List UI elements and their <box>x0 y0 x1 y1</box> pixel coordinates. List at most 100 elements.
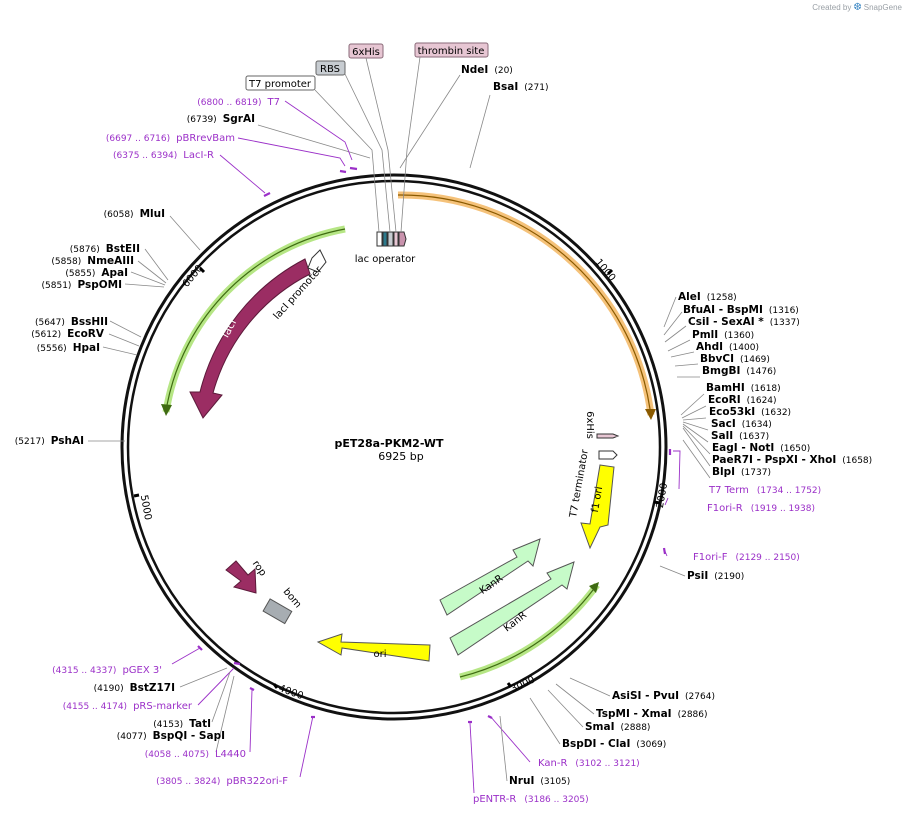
primer-t7: (6800 .. 6819)T7 <box>197 97 280 108</box>
primer-f1ori-f: F1ori-F(2129 .. 2150) <box>693 552 800 563</box>
enzyme-ecorv: (5612)EcoRV <box>31 328 105 340</box>
primer-leaders <box>171 100 681 794</box>
tick-mark-4000 <box>272 683 279 689</box>
bom-feature <box>262 598 293 625</box>
map-name: pET28a-PKM2-WT <box>334 437 444 450</box>
feature-block-lacop <box>382 231 388 247</box>
box-6xhis-label: 6xHis <box>352 47 380 58</box>
enzyme-mlui: (6058)MluI <box>104 208 165 220</box>
enzyme-asisi: AsiSI - PvuI(2764) <box>612 690 715 702</box>
primer-pentr-r: pENTR-R(3186 .. 3205) <box>473 794 589 805</box>
enzyme-alei: AleI(1258) <box>678 291 737 303</box>
t7-terminator-label: T7 terminator <box>568 448 591 520</box>
orf-arc-green-kan-head <box>589 582 599 593</box>
t7-terminator-feature <box>598 450 618 460</box>
box-rbs-label: RBS <box>320 64 340 75</box>
f1-ori-arrow <box>580 464 615 550</box>
enzyme-bstz17i: (4190)BstZ17I <box>94 682 175 694</box>
tick-label-1000: 1000 <box>593 257 618 284</box>
tick-mark-6000 <box>198 266 206 274</box>
snapgene-credit: Created by ❆ SnapGene <box>812 2 902 13</box>
orf-arc-orange-head <box>645 409 656 420</box>
enzyme-tspmi: TspMI - XmaI(2886) <box>596 708 708 720</box>
credit-brand: SnapGene <box>863 3 902 12</box>
box-t7-promoter-label: T7 promoter <box>248 79 312 90</box>
primer-t7-term: T7 Term(1734 .. 1752) <box>708 485 821 496</box>
box-t7-promoter <box>245 75 316 91</box>
enzyme-blpi: BlpI(1737) <box>712 466 771 478</box>
enzyme-bspqi: (4077)BspQI - SapI <box>117 730 225 742</box>
box-thrombin-label: thrombin site <box>418 46 485 57</box>
orf-arc-green-left-core <box>166 228 346 406</box>
enzyme-bspdi: BspDI - ClaI(3069) <box>562 738 666 750</box>
ori-arrow <box>316 633 431 662</box>
tick-mark-3000 <box>506 682 513 688</box>
laci-promoter-arrow <box>307 249 327 273</box>
primer-pgex3: (4315 .. 4337)pGEX 3' <box>52 665 162 676</box>
tick-mark-1000 <box>606 268 614 276</box>
map-size: 6925 bp <box>378 450 423 463</box>
snapgene-logo-icon: ❆ <box>853 2 862 13</box>
enzyme-apai: (5855)ApaI <box>65 267 128 279</box>
ori-label: ori <box>373 649 386 660</box>
enzyme-eco53ki: Eco53kI(1632) <box>709 406 791 418</box>
enzyme-psii: PsiI(2190) <box>687 570 744 582</box>
enzyme-tati: (4153)TatI <box>153 718 211 730</box>
orf-arc-orange-core <box>397 194 651 410</box>
enzyme-paer7i: PaeR7I - PspXI - XhoI(1658) <box>712 454 872 466</box>
enzyme-ndei: NdeI(20) <box>461 64 513 76</box>
feature-block-thrombin <box>398 231 407 247</box>
enzyme-sgrai: (6739)SgrAI <box>187 113 255 125</box>
primer-labels: (6800 .. 6819)T7 (6697 .. 6716)pBRrevBam… <box>52 97 821 805</box>
primer-pbr322ori-f: (3805 .. 3824)pBR322ori-F <box>156 776 288 787</box>
tick-label-3000: 3000 <box>509 674 537 695</box>
enzyme-nmeaiii: (5858)NmeAIII <box>51 255 134 267</box>
primer-kan-r: Kan-R(3102 .. 3121) <box>538 758 640 769</box>
kanr-arrow-a <box>439 538 541 616</box>
enzyme-bfuai: BfuAI - BspMI(1316) <box>683 304 799 316</box>
box-thrombin <box>414 42 489 58</box>
primer-prs-marker: (4155 .. 4174)pRS-marker <box>63 701 193 712</box>
tick-mark-2000 <box>653 500 661 505</box>
primer-laci-r: (6375 .. 6394)LacI-R <box>113 150 214 161</box>
enzyme-smai: SmaI(2888) <box>585 721 650 733</box>
feature-block-his <box>393 231 399 247</box>
f1-ori-label: f1 ori <box>590 486 605 514</box>
rop-arrow <box>225 560 257 594</box>
enzyme-pmli: PmlI(1360) <box>692 329 754 341</box>
tick-mark-5000 <box>133 493 140 498</box>
enzyme-hpai: (5556)HpaI <box>37 342 100 354</box>
enzyme-leaders <box>88 215 711 782</box>
enzyme-ahdi: AhdI(1400) <box>696 341 759 353</box>
orf-arc-green-kan-core <box>459 589 594 678</box>
enzyme-saci: SacI(1634) <box>711 418 772 430</box>
enzyme-bsai: BsaI(271) <box>493 81 548 93</box>
orf-arc-green-left-head <box>161 404 172 416</box>
primer-pbrrevbam: (6697 .. 6716)pBRrevBam <box>106 133 235 144</box>
primer-l4440: (4058 .. 4075)L4440 <box>145 749 246 760</box>
laci-arrow <box>189 258 311 419</box>
enzyme-pshai: (5217)PshAI <box>15 435 84 447</box>
enzyme-csii: CsiI - SexAI *(1337) <box>688 316 800 328</box>
lac-operator-label: lac operator <box>355 254 416 265</box>
primer-ticks <box>197 166 672 724</box>
enzyme-drui: NruI(3105) <box>509 775 570 787</box>
tick-label-6000: 6000 <box>181 263 206 290</box>
enzyme-bsshii: (5647)BssHII <box>35 316 108 328</box>
enzyme-bsteii: (5876)BstEII <box>70 243 140 255</box>
feature-block-t7 <box>376 231 383 247</box>
his6-label: 6xHis <box>584 411 595 439</box>
enzyme-bamhi: BamHI(1618) <box>706 382 781 394</box>
credit-prefix: Created by <box>812 3 852 12</box>
enzyme-pspomi: (5851)PspOMI <box>42 279 123 291</box>
primer-f1ori-r: F1ori-R(1919 .. 1938) <box>707 503 815 514</box>
enzyme-ecori: EcoRI(1624) <box>708 394 777 406</box>
tick-label-5000: 5000 <box>138 494 153 521</box>
his6-feature <box>596 433 620 439</box>
enzyme-bmgbi: BmgBI(1476) <box>702 365 776 377</box>
enzyme-bbvci: BbvCI(1469) <box>700 353 770 365</box>
enzyme-sali: SalI(1637) <box>711 430 769 442</box>
enzyme-eagi: EagI - NotI(1650) <box>712 442 810 454</box>
backbone-inner <box>126 179 662 715</box>
